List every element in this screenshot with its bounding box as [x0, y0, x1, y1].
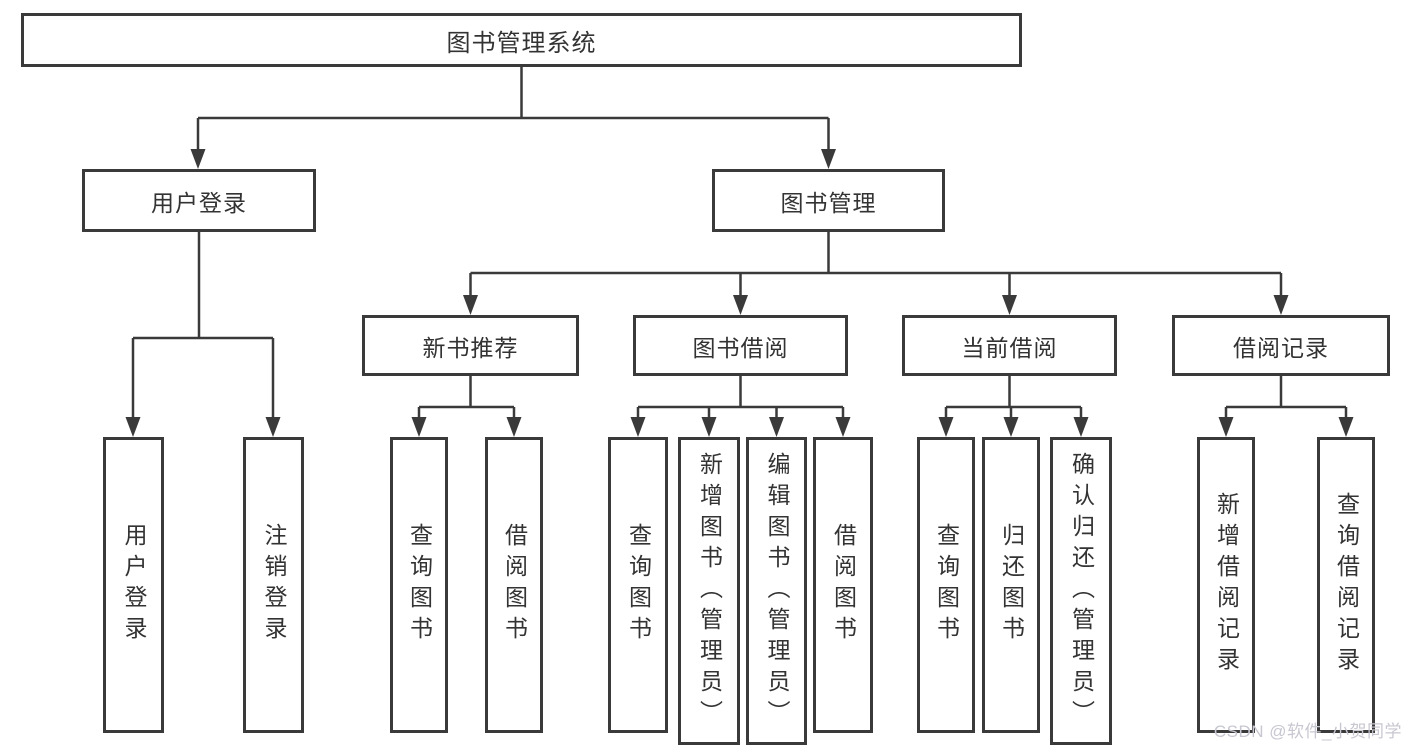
leaf-label: 借阅图书: [501, 523, 528, 647]
leaf-add-books-admin: 新增图书（管理员）: [678, 437, 740, 745]
leaf-return-books: 归还图书: [982, 437, 1040, 733]
node-label: 用户登录: [151, 189, 247, 216]
leaf-label: 新增图书（管理员）: [696, 451, 723, 731]
leaf-logout: 注销登录: [243, 437, 304, 733]
leaf-label: 注销登录: [261, 523, 287, 647]
leaf-label: 查询图书: [625, 523, 652, 647]
node-borrow-records: 借阅记录: [1172, 315, 1390, 376]
leaf-query-borrow-record: 查询借阅记录: [1317, 437, 1375, 733]
leaf-borrow-books-recommend: 借阅图书: [485, 437, 543, 733]
leaf-label: 借阅图书: [830, 523, 857, 647]
leaf-label: 查询图书: [406, 523, 433, 647]
node-label: 图书管理: [780, 189, 877, 216]
leaf-confirm-return-admin: 确认归还（管理员）: [1050, 437, 1112, 745]
node-user-login: 用户登录: [82, 169, 316, 232]
leaf-edit-books-admin: 编辑图书（管理员）: [746, 437, 807, 745]
node-label: 图书管理系统: [446, 29, 597, 57]
node-library-management-system: 图书管理系统: [21, 13, 1022, 67]
leaf-query-books-recommend: 查询图书: [390, 437, 448, 733]
node-book-management: 图书管理: [712, 169, 945, 232]
node-label: 新书推荐: [422, 334, 519, 361]
leaf-label: 新增借阅记录: [1213, 492, 1240, 678]
leaf-borrow-books: 借阅图书: [813, 437, 873, 733]
leaf-label: 查询借阅记录: [1333, 492, 1360, 678]
node-label: 图书借阅: [692, 334, 789, 361]
node-new-book-recommend: 新书推荐: [362, 315, 579, 376]
leaf-label: 编辑图书（管理员）: [764, 451, 790, 731]
leaf-user-login: 用户登录: [103, 437, 164, 733]
node-label: 当前借阅: [961, 334, 1058, 361]
leaf-label: 确认归还（管理员）: [1068, 451, 1095, 731]
leaf-label: 用户登录: [121, 523, 147, 647]
leaf-query-books-borrow: 查询图书: [608, 437, 668, 733]
node-label: 借阅记录: [1233, 334, 1329, 361]
leaf-query-books-current: 查询图书: [917, 437, 975, 733]
leaf-label: 归还图书: [998, 523, 1025, 647]
node-current-borrow: 当前借阅: [902, 315, 1117, 376]
csdn-watermark: CSDN @软件_小贺同学: [1213, 722, 1402, 741]
leaf-add-borrow-record: 新增借阅记录: [1197, 437, 1255, 733]
node-book-borrow: 图书借阅: [633, 315, 848, 376]
leaf-label: 查询图书: [933, 523, 960, 647]
arrowheads: [125, 149, 1354, 437]
